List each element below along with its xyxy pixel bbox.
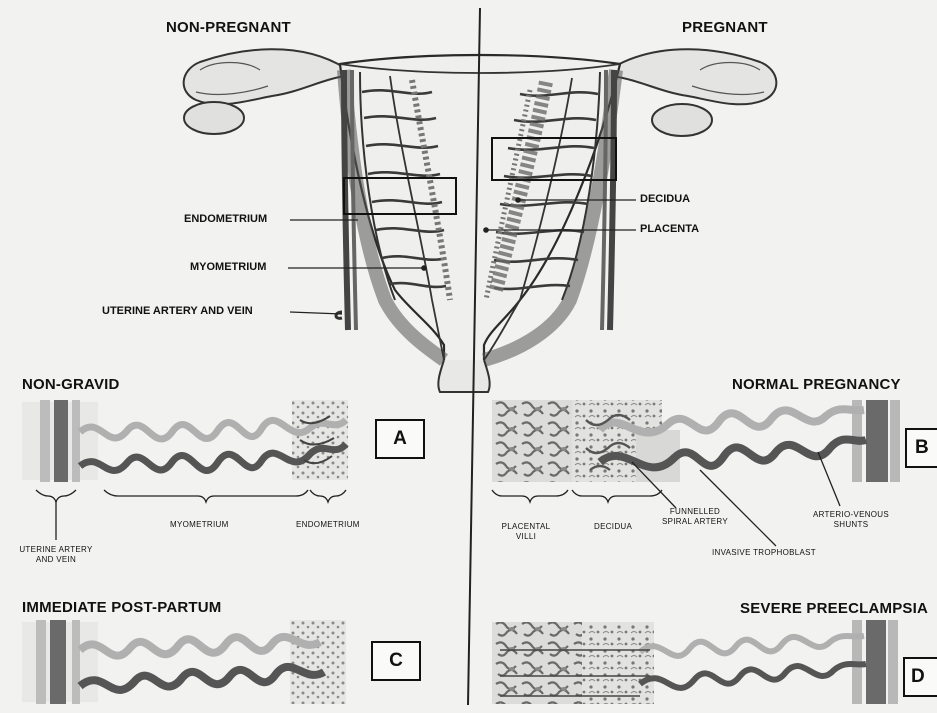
myometrium-label: MYOMETRIUM xyxy=(190,261,266,273)
panel-b-funnelled-spiral-artery-label: FUNNELLED SPIRAL ARTERY xyxy=(650,507,740,527)
uterus-illustration xyxy=(184,49,777,392)
panel-c-letter: C xyxy=(371,641,421,681)
endometrium-label: ENDOMETRIUM xyxy=(184,213,267,225)
panel-b-decidua-label: DECIDUA xyxy=(594,522,632,532)
panel-a-uterine-artery-label: UTERINE ARTERY AND VEIN xyxy=(6,545,106,565)
panel-a-illustration xyxy=(22,400,348,482)
panel-d-letter: D xyxy=(903,657,937,697)
panel-d-title: SEVERE PREECLAMPSIA xyxy=(740,600,928,617)
panel-b-invasive-trophoblast-label: INVASIVE TROPHOBLAST xyxy=(712,548,816,558)
pregnant-title: PREGNANT xyxy=(682,19,768,36)
panel-a-letter: A xyxy=(375,419,425,459)
placenta-label: PLACENTA xyxy=(640,223,699,235)
panel-b-placental-villi-label: PLACENTAL VILLI xyxy=(496,522,556,542)
uterine-artery-vein-label: UTERINE ARTERY AND VEIN xyxy=(102,305,253,317)
panel-d-illustration xyxy=(492,620,898,704)
decidua-label: DECIDUA xyxy=(640,193,690,205)
panel-b-arterio-venous-shunts-label: ARTERIO-VENOUS SHUNTS xyxy=(806,510,896,530)
panel-c-illustration xyxy=(22,620,346,704)
panel-a-brackets xyxy=(36,490,346,540)
panel-b-title: NORMAL PREGNANCY xyxy=(732,376,901,393)
panel-a-endometrium-label: ENDOMETRIUM xyxy=(296,520,360,530)
panel-c-title: IMMEDIATE POST-PARTUM xyxy=(22,599,221,616)
panel-a-title: NON-GRAVID xyxy=(22,376,120,393)
panel-b-letter: B xyxy=(905,428,937,468)
panel-a-myometrium-label: MYOMETRIUM xyxy=(170,520,229,530)
panel-b-illustration xyxy=(492,400,900,482)
non-pregnant-title: NON-PREGNANT xyxy=(166,19,291,36)
